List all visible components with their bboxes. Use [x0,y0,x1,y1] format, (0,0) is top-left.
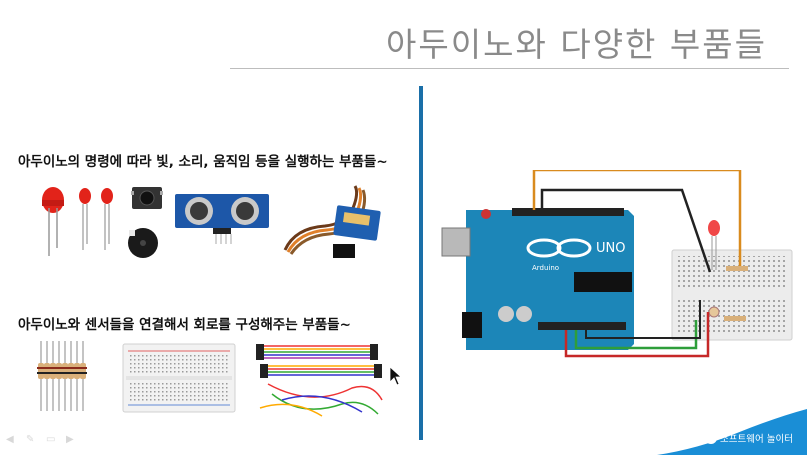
output-parts-caption: 아두이노의 명령에 따라 빛, 소리, 움직임 등을 실행하는 부품들~ [18,154,388,170]
arduino-circuit-diagram: UNO Arduino [441,170,793,358]
vertical-divider [419,86,423,440]
page-title: 아두이노와 다양한 부품들 [386,25,767,64]
servo-motor-image [283,185,381,258]
prev-slide-icon[interactable]: ◀ [6,434,14,445]
step-number: STEP 1 [18,14,84,35]
step-subtitle: basics [18,37,72,58]
push-button-image [131,187,163,209]
step-label: STEP 1 basics [18,13,83,59]
led-components-image [42,187,113,256]
mouse-cursor-icon [389,366,403,386]
slide-nav[interactable]: ◀ ✎ ▭ ▶ [6,435,78,445]
circuit-parts-caption: 아두이노와 센서들을 연결해서 회로를 구성해주는 부품들~ [18,317,351,333]
board-brand-label: Arduino [532,264,559,272]
brand-label: 소프트웨어 놀이터 [705,431,793,446]
menu-icon[interactable]: ▭ [46,434,56,445]
ultrasonic-sensor-image [175,194,269,244]
brand-name: 소프트웨어 놀이터 [720,433,793,445]
pen-icon[interactable]: ✎ [26,434,35,445]
board-model-label: UNO [596,241,625,256]
brand-logo-icon [705,432,718,444]
buzzer-image [128,228,158,258]
title-underline [230,68,789,69]
next-slide-icon[interactable]: ▶ [66,434,74,445]
jumper-wires-image [256,344,383,417]
resistors-image [37,341,87,411]
footer-swoosh [657,409,807,455]
breadboard-image [122,343,236,413]
